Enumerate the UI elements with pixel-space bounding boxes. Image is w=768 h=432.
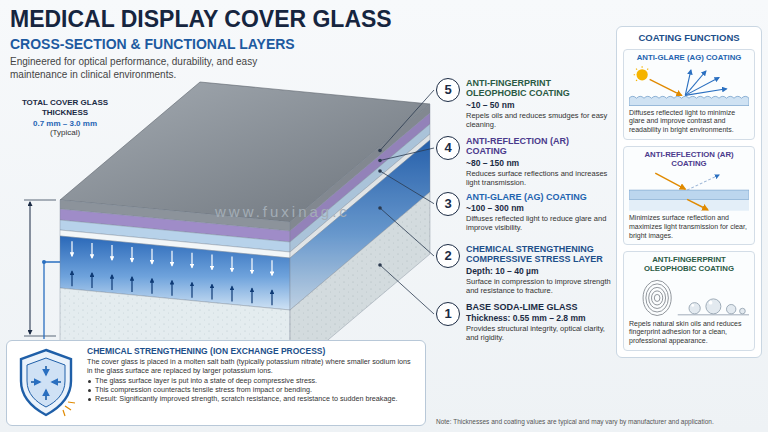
info-link-line [44,262,60,339]
stress-arrow [271,290,272,305]
stress-arrow [71,241,72,256]
stress-arrow [71,271,72,286]
leader-dot [378,169,382,173]
callout-text: BASE SODA-LIME GLASSThickness: 0.55 mm –… [466,302,612,342]
leader-line [380,90,434,151]
stress-arrow [151,249,152,264]
stress-arrow [151,279,152,294]
stress-arrow [191,253,192,268]
card-description: Diffuses reflected light to minimize gla… [629,109,749,135]
description: Engineered for optical performance, dura… [10,56,310,81]
function-icon [629,277,749,317]
dimension-note: (Typical) [6,128,124,137]
layer-heading: ANTI-REFLECTION (AR) COATING [466,136,612,157]
title: MEDICAL DISPLAY COVER GLASS [10,6,392,33]
leader-dot [378,149,382,153]
stress-arrow [251,288,252,303]
stress-arrow [91,273,92,288]
leader-line [380,148,434,161]
function-icon [629,171,749,211]
layer-description: Surface in compression to improve streng… [466,277,612,295]
card-heading: ANTI-FINGERPRINT OLEOPHOBIC COATING [629,256,749,274]
footnote: Note: Thicknesses and coating values are… [436,418,762,425]
dimension-value: 0.7 mm – 3.0 mm [6,119,124,128]
callout-text: ANTI-REFLECTION (AR) COATING~80 – 150 nm… [466,136,612,187]
stress-arrow [271,260,272,275]
layer-heading: CHEMICAL STRENGTHENING COMPRESSIVE STRES… [466,244,612,265]
box-paragraph: The cover glass is placed in a molten sa… [87,358,417,375]
stress-arrow [111,275,112,290]
card-heading: ANTI-GLARE (AG) COATING [629,54,749,63]
dimension-tick [24,200,56,201]
stress-arrow [211,255,212,270]
stress-arrow [191,283,192,298]
side-panel: COATING FUNCTIONS ANTI-GLARE (AG) COATING… [616,26,762,358]
stress-arrow [231,256,232,271]
function-card: ANTI-REFLECTION (AR) COATING Minimizes su… [623,146,755,246]
stress-arrow [231,286,232,301]
layer-description: Reduces surface reflections and increase… [466,169,612,187]
leader-line [380,265,434,314]
card-heading: ANTI-REFLECTION (AR) COATING [629,151,749,169]
stress-arrow [111,245,112,260]
layer-callout: 2 CHEMICAL STRENGTHENING COMPRESSIVE STRE… [436,244,612,295]
card-description: Repels natural skin oils and reduces fin… [629,320,749,346]
callout-number: 5 [436,78,460,102]
layer-heading: BASE SODA-LIME GLASS [466,302,612,312]
layer-callout: 5ANTI-FINGERPRINT OLEOPHOBIC COATING~10 … [436,78,612,129]
bullet-item: Result: Significantly improved strength,… [87,395,417,404]
subtitle: CROSS-SECTION & FUNCTIONAL LAYERS [10,36,430,52]
function-card: ANTI-FINGERPRINT OLEOPHOBIC COATING Repel… [623,251,755,351]
leader-line [380,171,434,204]
dimension-tick [24,336,56,337]
stress-arrow [251,258,252,273]
callout-text: ANTI-GLARE (AG) COATING~100 – 300 nmDiff… [466,192,612,232]
watermark: www.fuxinag.c [215,203,415,220]
callout-number: 4 [436,136,460,160]
callout-number: 1 [436,302,460,326]
layer-heading: ANTI-FINGERPRINT OLEOPHOBIC COATING [466,78,612,99]
shield-icon [13,346,79,418]
callout-text: ANTI-FINGERPRINT OLEOPHOBIC COATING~10 –… [466,78,612,129]
layer-callout: 1BASE SODA-LIME GLASSThickness: 0.55 mm … [436,302,612,342]
stress-arrow [91,243,92,258]
function-icon [629,66,749,106]
info-box: CHEMICAL STRENGTHENING (ION EXCHANGE PRO… [6,340,426,426]
function-card: ANTI-GLARE (AG) COATING Diffuses reflecte… [623,49,755,140]
panel-heading: COATING FUNCTIONS [623,32,755,43]
dimension-line [30,202,31,334]
stress-arrow [131,277,132,292]
layer-value: Depth: 10 – 40 µm [466,266,612,276]
layer-value: Thickness: 0.55 mm – 2.8 mm [466,313,612,323]
layer-description: Provides structural integrity, optical c… [466,324,612,342]
leader-dot [378,159,382,163]
stress-arrow [171,251,172,266]
bullet-item: This compression counteracts tensile str… [87,386,417,395]
dimension-group: TOTAL COVER GLASS THICKNESS 0.7 mm – 3.0 … [6,98,124,137]
layer-heading: ANTI-GLARE (AG) COATING [466,192,612,202]
box-text: CHEMICAL STRENGTHENING (ION EXCHANGE PRO… [87,346,417,421]
callout-number: 3 [436,192,460,216]
layer-value: ~80 – 150 nm [466,158,612,168]
layer-callout: 4ANTI-REFLECTION (AR) COATING~80 – 150 n… [436,136,612,187]
info-link-dot [42,260,46,264]
leader-line [380,208,434,256]
layer-description: Diffuses reflected light to reduce glare… [466,214,612,232]
layer-value: ~100 – 300 nm [466,203,612,213]
bullet-item: The glass surface layer is put into a st… [87,377,417,386]
leader-dot [378,263,382,267]
stress-arrow [171,281,172,296]
box-heading: CHEMICAL STRENGTHENING (ION EXCHANGE PRO… [87,346,417,356]
stress-arrow [211,285,212,300]
layer-callout: 3ANTI-GLARE (AG) COATING~100 – 300 nmDif… [436,192,612,232]
layer-description: Repels oils and reduces smudges for easy… [466,111,612,129]
leader-dot [378,206,382,210]
callout-number: 2 [436,244,460,268]
callout-text: CHEMICAL STRENGTHENING COMPRESSIVE STRES… [466,244,612,295]
layer-value: ~10 – 50 nm [466,100,612,110]
dimension-label: TOTAL COVER GLASS THICKNESS [6,98,124,117]
stress-arrow [131,247,132,262]
card-description: Minimizes surface reflection and maximiz… [629,214,749,240]
